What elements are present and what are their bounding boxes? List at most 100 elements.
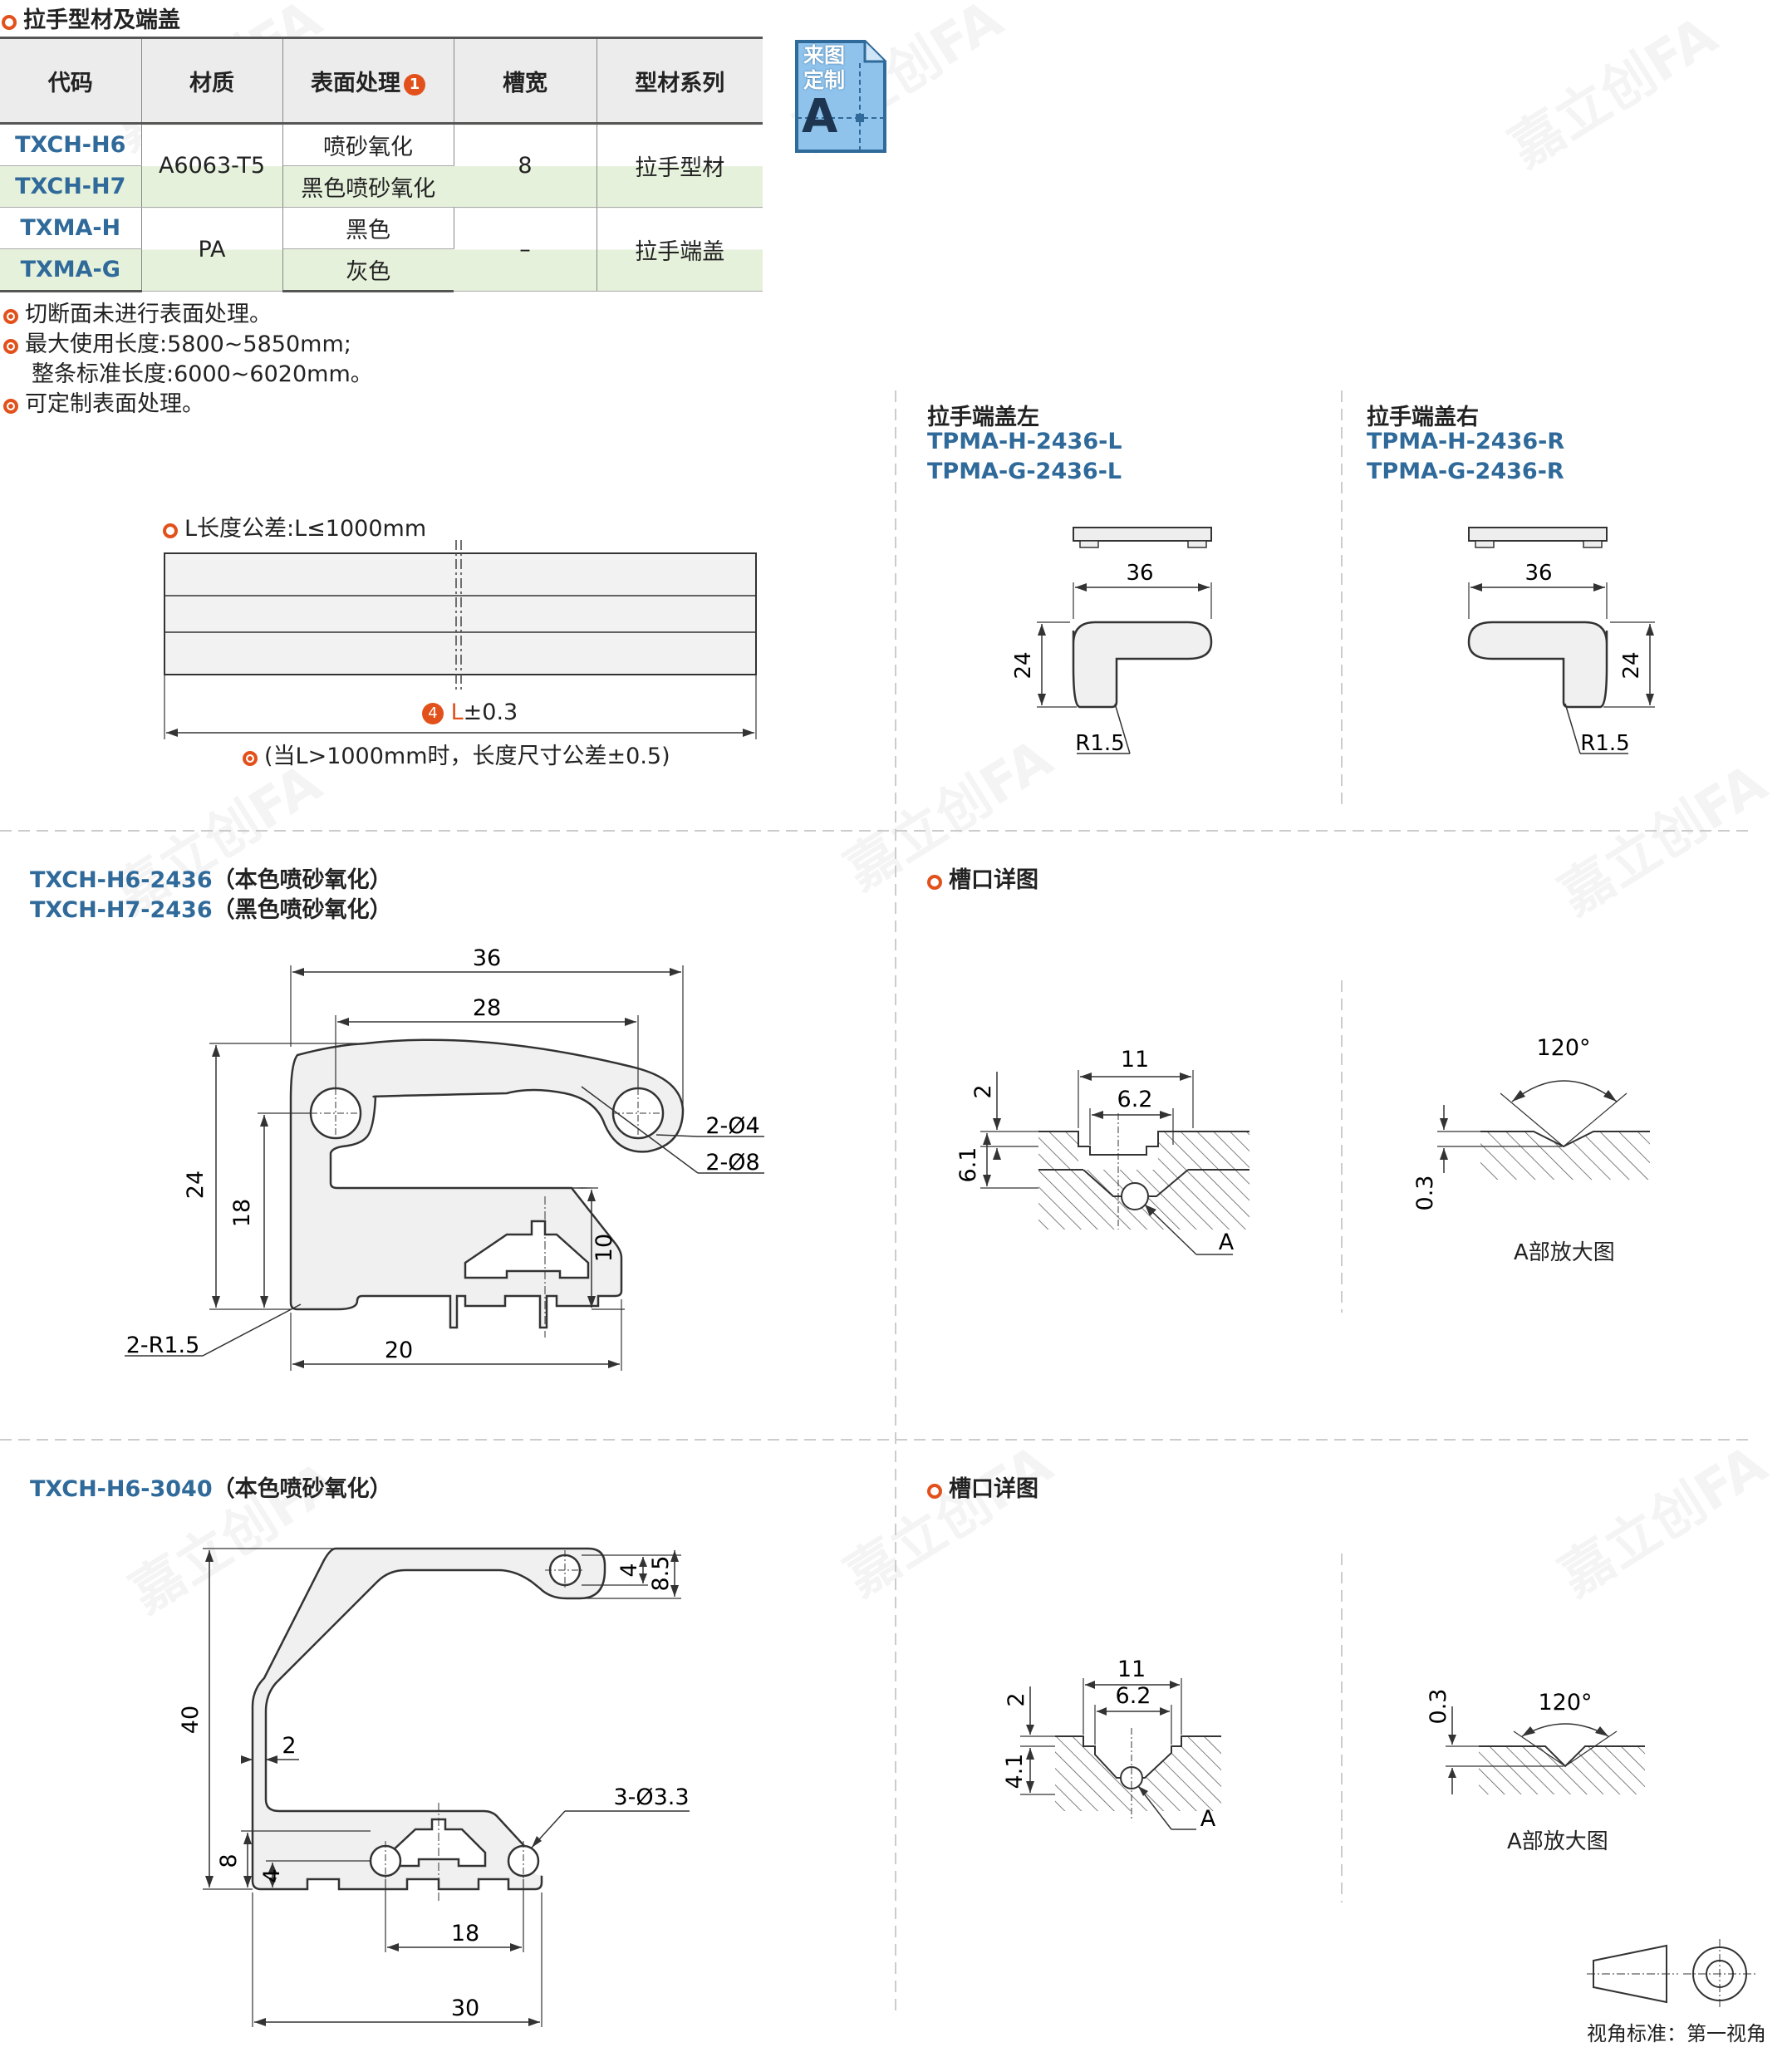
note-2: 最大使用长度:5800~5850mm;	[3, 326, 351, 358]
finish-cell: 喷砂氧化	[282, 123, 454, 166]
enlarged-a-1-drawing: 120° 0.3	[1412, 1035, 1650, 1211]
length-tolerance: ±0.3	[463, 700, 518, 725]
note-badge: 4	[422, 703, 444, 724]
header-material: 材质	[141, 37, 283, 125]
table-row: TXCH-H7 黑色喷砂氧化	[0, 165, 763, 208]
badge-line1: 来图	[803, 43, 846, 67]
circle-bullet-icon	[2, 15, 17, 30]
slot-detail-1-title: 槽口详图	[927, 862, 1038, 894]
note-1: 切断面未进行表面处理。	[3, 296, 272, 328]
material-cell: A6063-T5	[141, 123, 283, 208]
series-cell: 拉手型材	[597, 123, 763, 208]
slot-detail-1-drawing: 11 6.2 2 6.1 A	[955, 1047, 1249, 1255]
dim-8-label: 8	[216, 1853, 242, 1868]
dim-11-label: 11	[1117, 1657, 1146, 1682]
slot-detail-2-drawing: 11 6.2 2 4.1 A	[1002, 1657, 1221, 1832]
end-cap-right-drawing: 36 24 R1.5	[1467, 527, 1655, 756]
callout-a-label: A	[1200, 1806, 1216, 1832]
dim-4b-label: 4	[259, 1868, 285, 1883]
profile-3040-title: TXCH-H6-3040（本色喷砂氧化）	[30, 1476, 392, 1502]
slot-detail-2-title: 槽口详图	[927, 1470, 1038, 1503]
end-cap-right-code-2: TPMA-G-2436-R	[1367, 459, 1564, 484]
view-standard: 视角标准：第一视角	[1587, 2022, 1766, 2045]
dim-0-3-label: 0.3	[1412, 1176, 1438, 1211]
length-tolerance-title: L长度公差:L≤1000mm	[163, 510, 426, 542]
finish-cell: 黑色	[282, 207, 454, 249]
dim-2-label: 2	[1004, 1692, 1029, 1706]
dim-28-label: 28	[473, 995, 501, 1021]
bullet-icon	[3, 339, 18, 354]
bullet-icon	[3, 309, 18, 324]
badge-line2: 定制	[803, 68, 846, 92]
radius-label: R1.5	[1075, 731, 1124, 756]
profile-length-drawing	[164, 540, 757, 739]
angle-label: 120°	[1536, 1035, 1590, 1061]
dim-width-label: 36	[1524, 561, 1552, 586]
end-cap-left-title: 拉手端盖左	[927, 405, 1039, 430]
dim-2-label: 2	[282, 1733, 296, 1759]
code-cell: TXCH-H6	[0, 123, 142, 166]
document-icon	[795, 40, 886, 153]
code-cell: TXMA-G	[0, 248, 142, 292]
hole-4-label: 2-Ø4	[705, 1113, 759, 1139]
dim-6-2-label: 6.2	[1117, 1087, 1153, 1112]
note-badge: 1	[404, 73, 425, 96]
hole-8-label: 2-Ø8	[705, 1150, 759, 1176]
profile-3040-drawing: 40 4 8.5 2 3-Ø3.3 8 4 18 30	[178, 1547, 690, 2027]
header-slot: 槽宽	[454, 37, 597, 125]
radius-label: R1.5	[1580, 731, 1629, 756]
profile-2436-title-1: TXCH-H6-2436（本色喷砂氧化）	[30, 867, 392, 893]
table-row: TXCH-H6 A6063-T5 喷砂氧化 8 拉手型材	[0, 123, 763, 208]
finish-cell: 黑色喷砂氧化	[282, 165, 454, 208]
enlarged-a-2-drawing: 120° 0.3	[1429, 1689, 1645, 1794]
note-3: 整条标准长度:6000~6020mm。	[32, 361, 373, 387]
header-series: 型材系列	[597, 37, 763, 125]
angle-label: 120°	[1538, 1690, 1592, 1716]
enlarged-a-1-caption: A部放大图	[1514, 1240, 1615, 1265]
long-length-note: (当L>1000mm时，长度尺寸公差±0.5)	[243, 738, 670, 770]
dim-30-label: 30	[451, 1995, 479, 2021]
dim-18-label: 18	[451, 1921, 479, 1946]
dim-24-label: 24	[183, 1171, 209, 1199]
circle-bullet-icon	[927, 1484, 942, 1499]
first-angle-projection-icon	[1587, 1939, 1756, 2009]
end-cap-right-title: 拉手端盖右	[1367, 405, 1479, 430]
material-cell: PA	[141, 207, 283, 292]
end-cap-left-code-1: TPMA-H-2436-L	[927, 429, 1122, 454]
profile-2436-title-2: TXCH-H7-2436（黑色喷砂氧化）	[30, 897, 392, 923]
radius-label: 2-R1.5	[126, 1333, 200, 1358]
holes-label: 3-Ø3.3	[613, 1784, 689, 1810]
circle-bullet-icon	[163, 523, 178, 538]
dim-8-5-label: 8.5	[648, 1556, 674, 1592]
bullet-icon	[243, 751, 258, 766]
dim-2-label: 2	[970, 1084, 996, 1098]
length-letter: L	[450, 700, 464, 725]
dim-11-label: 11	[1121, 1047, 1149, 1073]
dim-18-label: 18	[229, 1199, 255, 1227]
slot-cell: 8	[454, 123, 597, 208]
dim-height-label: 24	[1619, 651, 1644, 679]
dim-width-label: 36	[1126, 561, 1153, 586]
dim-height-label: 24	[1014, 651, 1036, 679]
callout-a-label: A	[1219, 1230, 1235, 1255]
dim-4-1-label: 4.1	[1002, 1754, 1028, 1789]
end-cap-left-code-2: TPMA-G-2436-L	[927, 459, 1122, 484]
slot-cell: –	[454, 207, 597, 292]
length-label: 4 L±0.3	[419, 700, 518, 725]
dim-0-3-label: 0.3	[1429, 1689, 1451, 1725]
dim-36-label: 36	[473, 947, 501, 971]
profile-2436-drawing: 36 28 24 18 10 20 2-Ø4 2-Ø8 2-R1.5	[125, 947, 764, 1371]
dim-20-label: 20	[385, 1338, 413, 1363]
note-4: 可定制表面处理。	[3, 385, 204, 418]
circle-bullet-icon	[927, 875, 942, 890]
section-title: 拉手型材及端盖	[2, 2, 180, 34]
end-cap-right-code-1: TPMA-H-2436-R	[1367, 429, 1565, 454]
dim-4-label: 4	[616, 1563, 642, 1577]
dim-6-2-label: 6.2	[1116, 1683, 1151, 1709]
dim-6-1-label: 6.1	[955, 1147, 981, 1183]
finish-cell: 灰色	[282, 248, 454, 292]
enlarged-a-2-caption: A部放大图	[1507, 1829, 1608, 1854]
